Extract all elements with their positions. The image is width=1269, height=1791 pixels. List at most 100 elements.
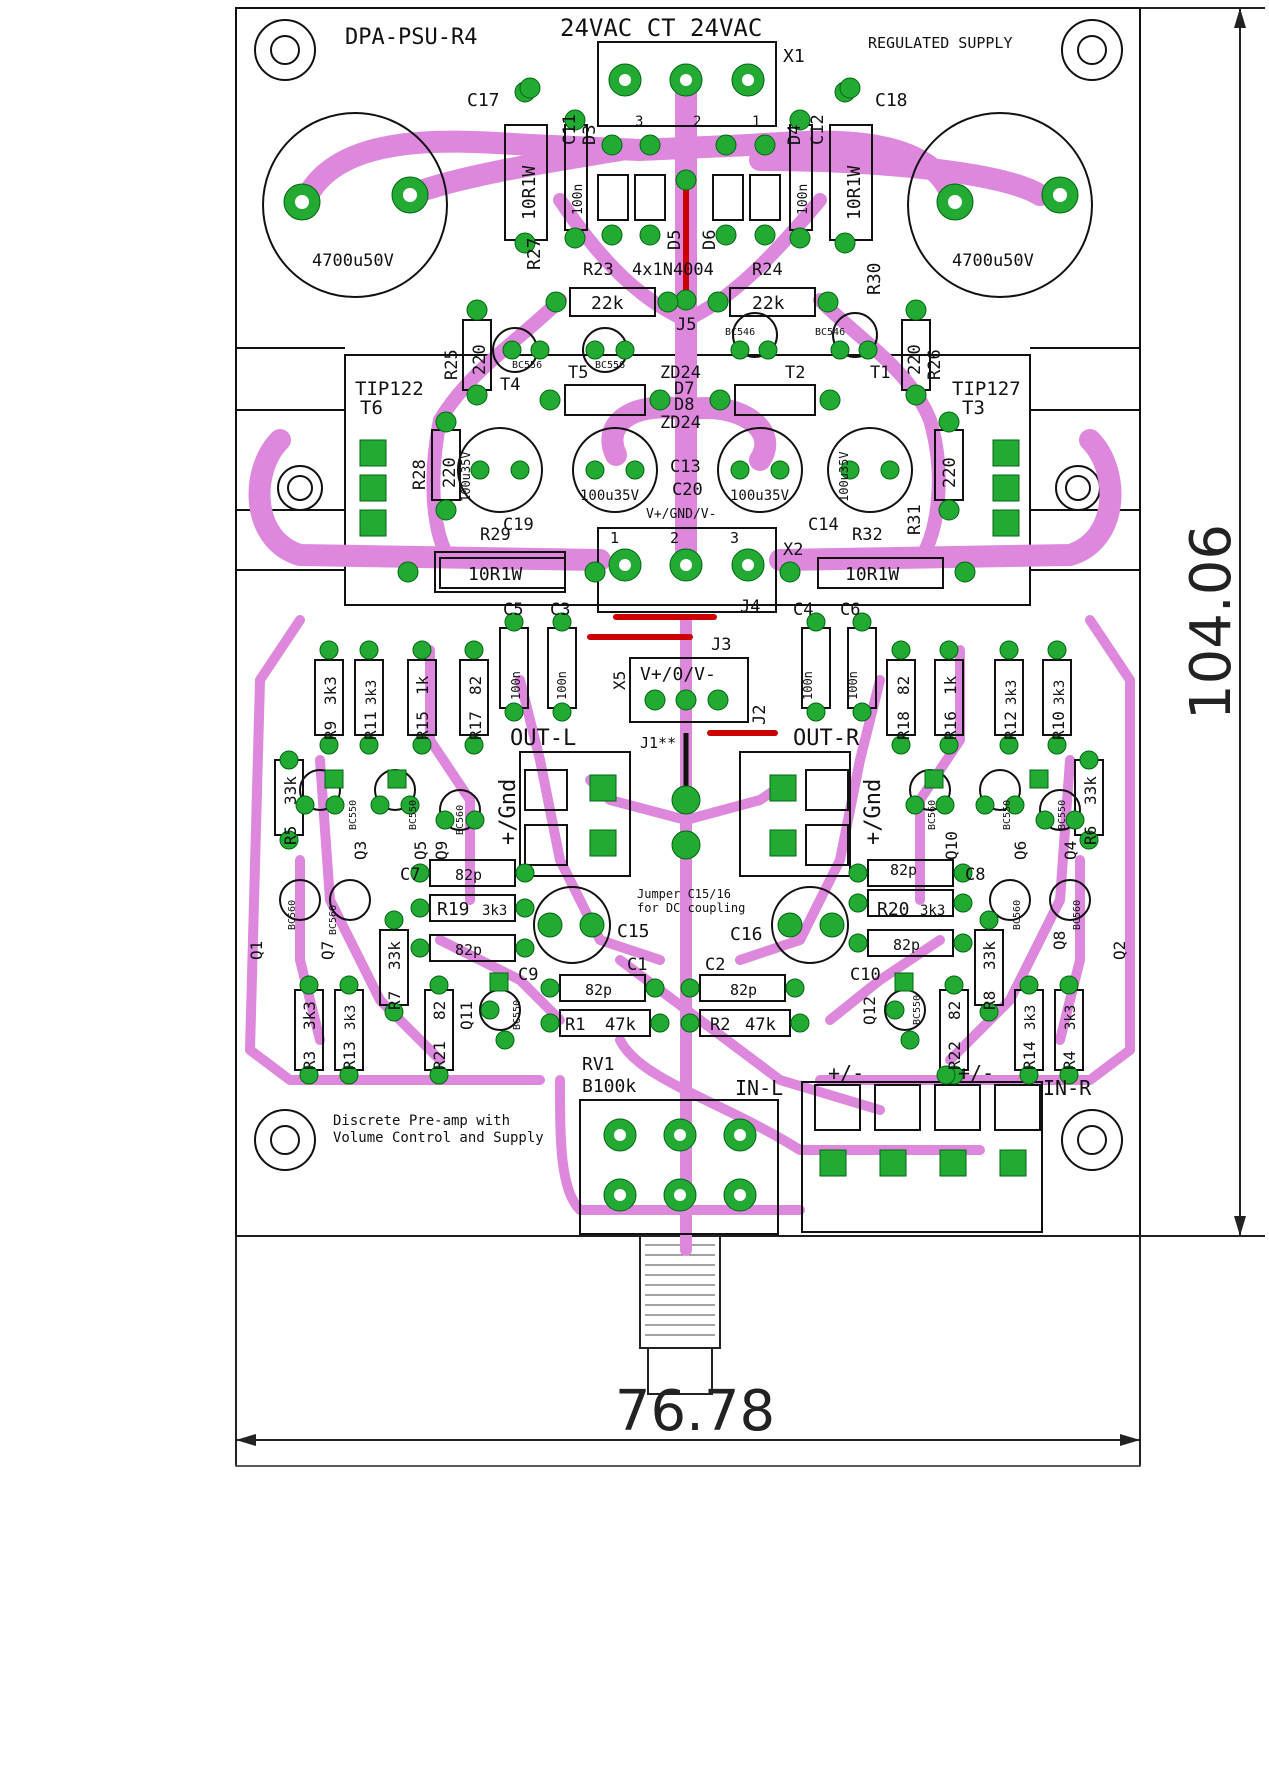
r6-value: 33k — [1081, 776, 1100, 805]
r7-value: 33k — [385, 941, 404, 970]
r32-value: 10R1W — [845, 564, 899, 585]
r28-ref: R28 — [410, 459, 430, 490]
r8-ref: R8 — [980, 991, 999, 1010]
big-capacitors — [262, 112, 1093, 1031]
r16-value: 1k — [941, 675, 960, 695]
t4-ref: T4 — [500, 375, 520, 395]
diode-bodies — [564, 174, 816, 416]
c3-ref: C3 — [550, 600, 570, 620]
height-dimension-label: 104.06 — [1179, 524, 1244, 720]
c15-ref: C15 — [617, 921, 650, 942]
tip127-label: TIP127 — [952, 378, 1021, 400]
r17-value: 82 — [466, 676, 485, 695]
r29-value: 10R1W — [468, 564, 522, 585]
d3-ref: D3 — [580, 125, 600, 145]
q11-type: BC550 — [512, 1000, 523, 1030]
t4-type: BC556 — [512, 360, 542, 371]
q6-ref: Q6 — [1011, 841, 1030, 860]
footer-note-1: Discrete Pre-amp with — [333, 1113, 510, 1129]
c5-value: 100n — [509, 671, 523, 700]
c12-ref: C12 — [808, 114, 828, 145]
q10-type: BC560 — [927, 800, 938, 830]
c10-value: 82p — [893, 936, 920, 954]
r31-value: 220 — [940, 457, 960, 488]
r11-value: 3k3 — [364, 680, 380, 705]
dim-arrow-right — [1120, 1434, 1140, 1446]
r15-value: 1k — [413, 675, 432, 695]
r30-value: 10R1W — [844, 166, 865, 220]
width-dimension-label: 76.78 — [615, 1379, 775, 1444]
t5-ref: T5 — [568, 363, 588, 383]
r2-value: 47k — [745, 1015, 776, 1035]
silkscreen-labels: DPA-PSU-R4 24VAC CT 24VAC REGULATED SUPP… — [247, 14, 1129, 1146]
r22-value: 82 — [945, 1001, 964, 1020]
r2-ref: R2 — [710, 1015, 730, 1035]
c12-value: 100n — [796, 184, 811, 215]
rv1-ref: RV1 — [582, 1054, 615, 1075]
q9-type: BC560 — [455, 805, 466, 835]
q1-type: BC560 — [287, 900, 298, 930]
pot-knob — [647, 1347, 713, 1395]
r1-ref: R1 — [565, 1015, 585, 1035]
r31-ref: R31 — [905, 504, 925, 535]
in-l-label: IN-L — [735, 1076, 783, 1100]
r16-ref: R16 — [941, 711, 960, 740]
r3-value: 3k3 — [300, 1001, 319, 1030]
c4-ref: C4 — [793, 600, 813, 620]
c2-value: 82p — [730, 981, 757, 999]
d7-ref: D7 — [674, 379, 694, 399]
d5-ref: D5 — [665, 230, 685, 250]
r18-ref: R18 — [894, 711, 913, 740]
x1-pin-2: 2 — [693, 114, 701, 130]
d6-ref: D6 — [700, 230, 720, 250]
dim-arrow-bottom — [1234, 1216, 1246, 1236]
t3-ref: T3 — [962, 397, 985, 419]
c10-ref: C10 — [850, 965, 881, 985]
r14-value: 3k3 — [1023, 1005, 1039, 1030]
q11-ref: Q11 — [457, 1001, 476, 1030]
footer-note-2: Volume Control and Supply — [333, 1130, 544, 1146]
r26-value: 220 — [905, 344, 925, 375]
gnd-l-label: +/Gnd — [496, 779, 521, 845]
r5-value: 33k — [281, 776, 300, 805]
r11-ref: R11 — [361, 711, 380, 740]
x2-pin-3: 3 — [730, 529, 739, 547]
x1-pin-3: 3 — [635, 114, 643, 130]
t5-type: BC556 — [595, 360, 625, 371]
pad-holes — [295, 74, 1067, 1201]
c9-value: 82p — [455, 941, 482, 959]
q1-ref: Q1 — [247, 941, 266, 960]
x2-label: V+/GND/V- — [646, 507, 716, 522]
r3-ref: R3 — [300, 1051, 319, 1070]
r14-ref: R14 — [1020, 1041, 1039, 1070]
in-pol-r: +/- — [958, 1061, 994, 1085]
c9-ref: C9 — [518, 965, 538, 985]
r23-ref: R23 — [583, 260, 614, 280]
r13-ref: R13 — [340, 1041, 359, 1070]
r28-value: 220 — [440, 457, 460, 488]
r12-ref: R12 — [1001, 711, 1020, 740]
j5-ref: J5 — [676, 315, 696, 335]
q12-type: BC550 — [912, 995, 923, 1025]
connector-outlines — [519, 41, 1043, 1235]
t2-ref: T2 — [785, 363, 805, 383]
c8-ref: C8 — [965, 865, 985, 885]
c6-ref: C6 — [840, 600, 860, 620]
out-r-label: OUT-R — [793, 726, 860, 751]
dim-arrow-top — [1234, 8, 1246, 28]
q3-ref: Q3 — [351, 841, 370, 860]
c16-ref: C16 — [730, 924, 763, 945]
c3-value: 100n — [555, 671, 569, 700]
c7-ref: C7 — [400, 865, 420, 885]
jumper-note-2: for DC coupling — [637, 901, 745, 915]
q6-type: BC550 — [1002, 800, 1013, 830]
r18-value: 82 — [894, 676, 913, 695]
c4-value: 100n — [801, 671, 815, 700]
c1-ref: C1 — [627, 955, 647, 975]
c18-ref: C18 — [875, 90, 908, 111]
r1-value: 47k — [605, 1015, 636, 1035]
mounting-holes — [254, 19, 1123, 1171]
r13-value: 3k3 — [343, 1005, 359, 1030]
q3-type: BC550 — [348, 800, 359, 830]
r26-ref: R26 — [925, 349, 945, 380]
